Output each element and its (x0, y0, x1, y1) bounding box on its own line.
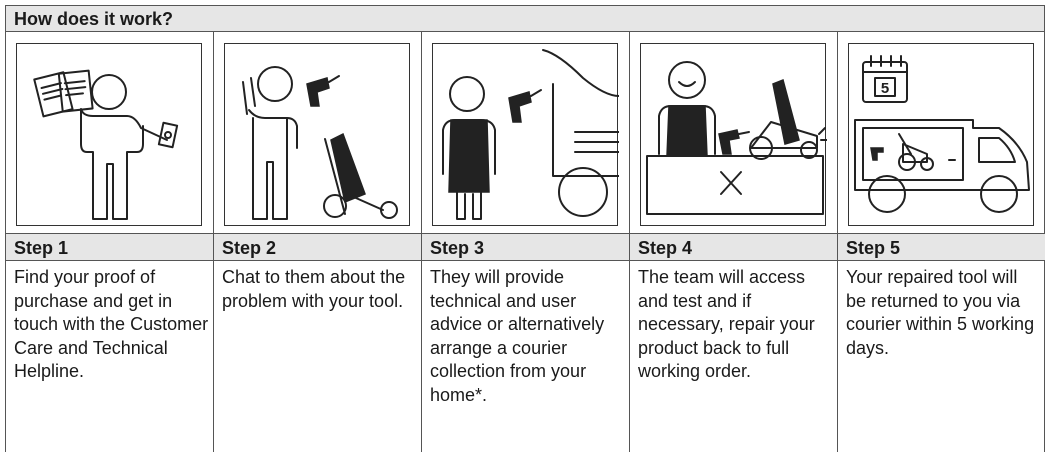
calendar-and-delivery-van-icon: 5 (848, 43, 1034, 226)
technician-with-drill-and-trolley-icon (432, 43, 619, 226)
step-description: Chat to them about the problem with your… (222, 267, 406, 311)
step-label: Step 3 (430, 238, 485, 258)
step-label: Step 1 (14, 238, 69, 258)
step-label-bar: Step 4 (630, 233, 837, 261)
step-description: Your repaired tool will be returned to y… (846, 267, 1035, 358)
step-column-3: Step 3 They will provide technical and u… (421, 31, 629, 452)
step-description: The team will access and test and if nec… (638, 267, 815, 381)
step-label: Step 2 (222, 238, 277, 258)
person-with-documents-and-phone-icon (16, 43, 202, 226)
step-label: Step 4 (638, 238, 693, 258)
step-column-1: Step 1 Find your proof of purchase and g… (5, 31, 213, 452)
table-header: How does it work? (5, 5, 1045, 32)
how-it-works-table: How does it work? (5, 5, 1048, 452)
step-label-bar: Step 3 (422, 233, 629, 261)
step-description: They will provide technical and user adv… (430, 267, 605, 405)
step-label: Step 5 (846, 238, 901, 258)
step-column-2: Step 2 Chat to them about the problem wi… (213, 31, 421, 452)
step-label-bar: Step 2 (214, 233, 421, 261)
calendar-day: 5 (881, 80, 889, 97)
step-column-4: Step 4 The team will access and test and… (629, 31, 837, 452)
technician-at-workbench-icon (640, 43, 827, 226)
table-title: How does it work? (14, 9, 174, 29)
step-label-bar: Step 5 (838, 233, 1045, 261)
step-description: Find your proof of purchase and get in t… (14, 267, 209, 381)
person-with-drill-and-mower-icon (224, 43, 410, 226)
step-label-bar: Step 1 (6, 233, 213, 261)
step-column-5: 5 Step 5 Your repaired tool will be retu… (837, 31, 1045, 452)
